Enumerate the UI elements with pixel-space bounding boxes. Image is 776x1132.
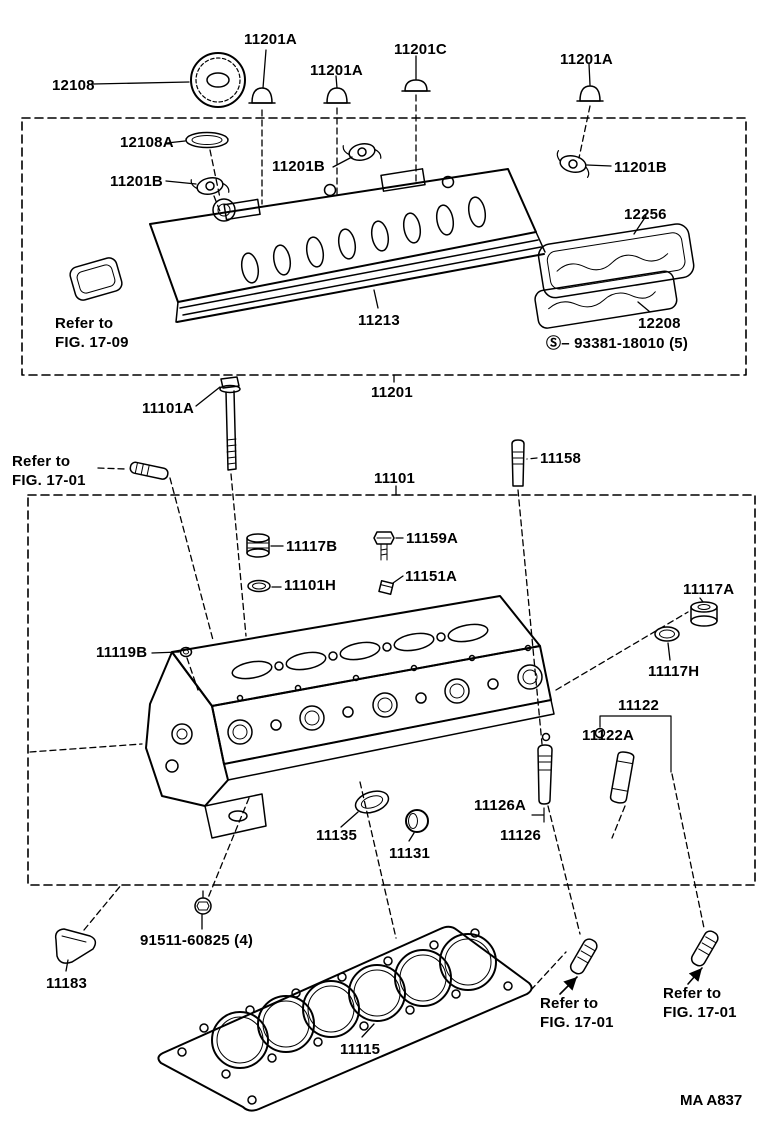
part-label-11213: 11213	[358, 312, 400, 329]
part-label-12256: 12256	[624, 206, 667, 223]
part-label-11119b: 11119B	[96, 644, 148, 661]
part-label-11101h: 11101H	[284, 577, 337, 594]
part-label-11122: 11122	[618, 697, 660, 714]
assembly-boundary-boxes	[21, 117, 756, 886]
part-label-11101: 11101	[374, 470, 416, 487]
part-label-11201a-1: 11201A	[244, 31, 297, 48]
part-label-11117b: 11117B	[286, 538, 338, 555]
reference-arrows	[559, 967, 703, 995]
note-fig-17-09: Refer to FIG. 17-09	[55, 315, 129, 351]
part-label-11101a: 11101A	[142, 400, 195, 417]
part-label-12108a: 12108A	[120, 134, 174, 151]
part-label-11201a-3: 11201A	[310, 62, 363, 79]
part-label-11126: 11126	[500, 827, 542, 844]
part-label-11122a: 11122A	[582, 727, 635, 744]
part-label-12108: 12108	[52, 77, 95, 94]
solid-leader-lines	[65, 49, 704, 1038]
note-fig-17-01-right: Refer to FIG. 17-01	[663, 985, 737, 1021]
part-label-11201: 11201	[371, 384, 413, 401]
part-label-11201b-right: 11201B	[614, 159, 667, 176]
dashed-leader-lines	[29, 94, 705, 991]
part-label-11158: 11158	[540, 450, 582, 467]
part-label-11151a: 11151A	[405, 568, 458, 585]
part-label-12208: 12208	[638, 315, 681, 332]
note-fig-17-01-center: Refer to FIG. 17-01	[540, 995, 614, 1031]
valve-cover-group	[69, 52, 695, 329]
part-label-11183: 11183	[46, 975, 88, 992]
note-fig-17-01-left: Refer to FIG. 17-01	[12, 453, 86, 489]
part-label-11159a: 11159A	[406, 530, 459, 547]
part-label-11135: 11135	[316, 827, 358, 844]
figure-code: MA A837	[680, 1092, 743, 1109]
part-label-11201b-center: 11201B	[272, 158, 325, 175]
part-label-91511-60825: 91511-60825 (4)	[140, 932, 254, 949]
part-label-11126a: 11126A	[474, 797, 527, 814]
part-label-11201c: 11201C	[394, 41, 447, 58]
part-label-11131: 11131	[389, 845, 431, 862]
part-label-11201a-2: 11201A	[560, 51, 613, 68]
head-gasket-group	[54, 897, 719, 1112]
part-label-11117a: 11117A	[683, 581, 735, 598]
part-label-11117h: 11117H	[648, 663, 700, 680]
part-label-93381-18010: Ⓢ– 93381-18010 (5)	[546, 335, 689, 352]
part-label-11201b-left: 11201B	[110, 173, 163, 190]
part-label-11115: 11115	[340, 1041, 381, 1058]
cylinder-head-group	[129, 376, 718, 839]
